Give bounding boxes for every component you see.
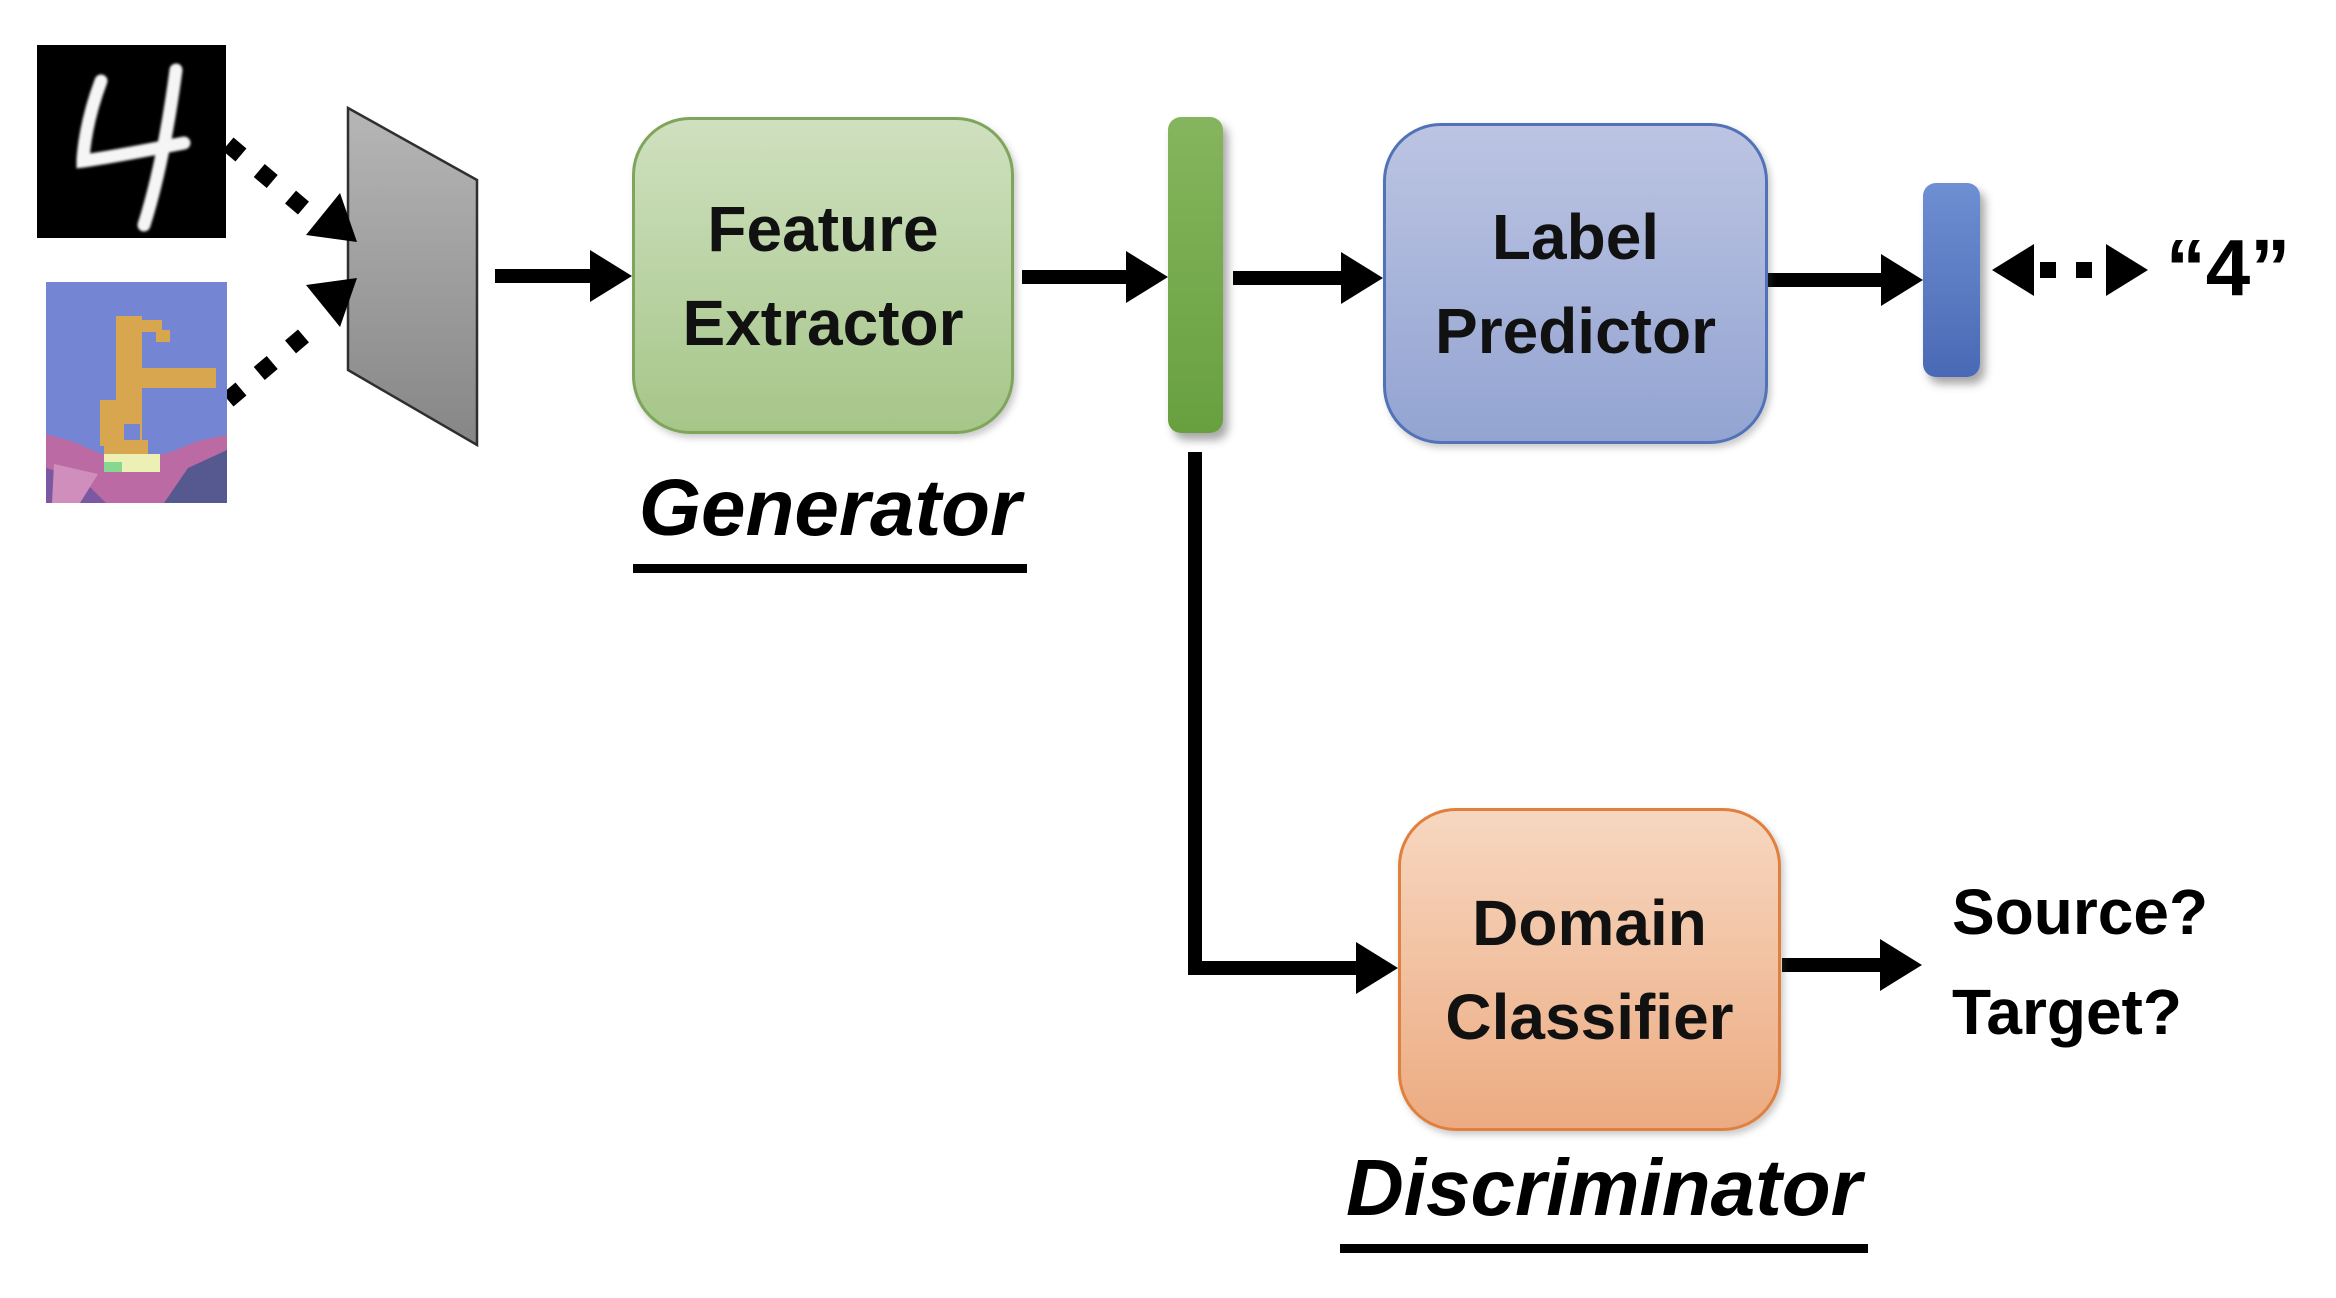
target-input-dotted-arrow <box>222 278 357 407</box>
discriminator-caption-text: Discriminator <box>1340 1142 1868 1253</box>
generator-caption-text: Generator <box>632 462 1028 573</box>
arrow-plane-to-feature-extractor <box>495 250 632 302</box>
domain-classifier-box: Domain Classifier <box>1398 808 1781 1131</box>
source-input-dotted-arrow <box>222 137 357 242</box>
feature-extractor-box: Feature Extractor <box>632 117 1014 434</box>
target-domain-colored-digit-image <box>46 282 227 503</box>
domain-classifier-label-line1: Domain <box>1472 886 1707 959</box>
source-domain-mnist-digit-4-image <box>37 45 226 238</box>
domain-classifier-label-line2: Classifier <box>1445 980 1734 1053</box>
domain-question-line1: Source? <box>1952 876 2209 948</box>
arrow-label-predictor-to-output <box>1768 254 1923 306</box>
input-plane-shape <box>346 105 479 448</box>
arrow-vector-to-domain-classifier <box>1188 452 1398 994</box>
feature-extractor-label-line2: Extractor <box>682 286 964 359</box>
generator-caption: Generator <box>570 462 1090 573</box>
label-predictor-label-line1: Label <box>1491 200 1660 273</box>
prediction-vector-bar <box>1923 183 1980 377</box>
arrow-domain-classifier-to-question <box>1782 939 1922 991</box>
domain-question-text: Source? Target? <box>1952 862 2208 1062</box>
arrow-vector-to-label-predictor <box>1233 252 1383 304</box>
output-comparison-dotted-arrow <box>1992 244 2148 296</box>
predicted-label-text: “4” <box>2165 223 2291 312</box>
label-predictor-box: Label Predictor <box>1383 123 1768 444</box>
feature-extractor-label-line1: Feature <box>707 192 939 265</box>
arrow-feature-extractor-to-vector <box>1022 251 1168 303</box>
handwritten-digit-4-glyph <box>76 63 191 232</box>
discriminator-caption: Discriminator <box>1340 1142 1868 1253</box>
label-predictor-label-line2: Predictor <box>1435 294 1716 367</box>
pixelated-digit-glyph <box>100 316 216 472</box>
feature-vector-bar <box>1168 117 1223 433</box>
domain-question-line2: Target? <box>1952 976 2182 1048</box>
